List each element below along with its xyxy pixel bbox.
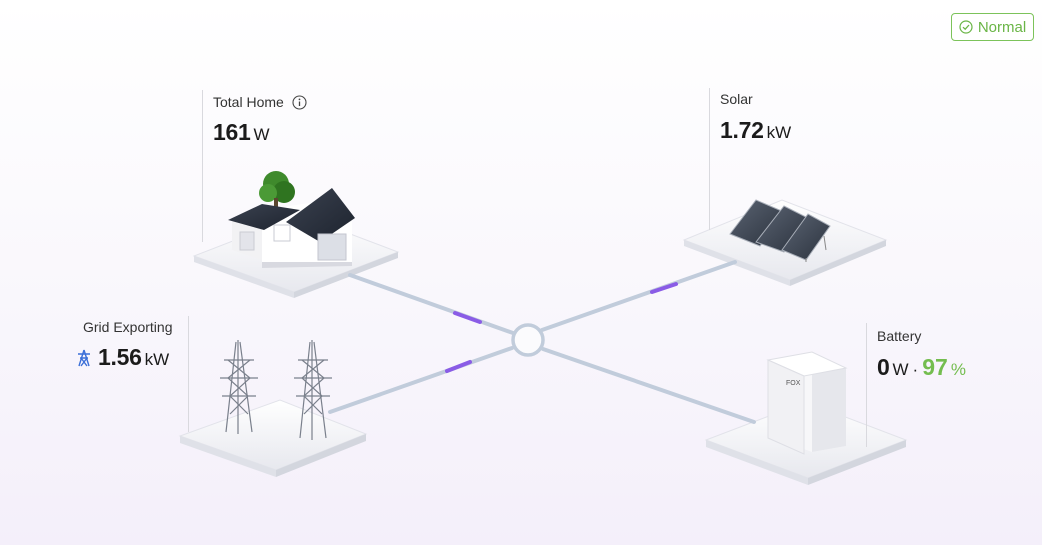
grid-power-number: 1.56 [98, 344, 142, 370]
grid-divider [188, 316, 189, 432]
battery-power-number: 0 [877, 354, 890, 380]
grid-label: Grid Exporting [83, 319, 173, 335]
home-label-text: Total Home [213, 94, 284, 110]
battery-power-unit: W [892, 360, 909, 379]
flow-hub [511, 323, 545, 357]
grid-platform [178, 399, 368, 477]
home-flow-pulse [453, 311, 482, 324]
battery-soc-unit: % [950, 360, 966, 379]
power-towers-illustration [220, 340, 332, 440]
solar-power-unit: kW [766, 123, 792, 142]
solar-flow-pulse [650, 282, 678, 294]
house-illustration [228, 171, 355, 268]
battery-label: Battery [877, 328, 922, 344]
battery-brand-logo: FOX [786, 380, 801, 387]
grid-power-unit: kW [144, 350, 170, 369]
solar-divider [709, 88, 710, 230]
battery-divider [866, 323, 867, 447]
solar-label: Solar [720, 91, 753, 107]
status-badge: Normal [951, 13, 1034, 41]
grid-flow-pulse [445, 360, 472, 373]
info-icon[interactable] [292, 95, 307, 110]
battery-illustration: FOX [766, 351, 848, 455]
solar-power-number: 1.72 [720, 117, 764, 143]
flow-lines [328, 260, 756, 424]
home-power-number: 161 [213, 119, 251, 145]
home-label: Total Home [213, 94, 307, 110]
status-label: Normal [977, 18, 1027, 36]
power-tower-icon [78, 349, 90, 367]
check-circle-icon [959, 20, 973, 34]
battery-separator: · [912, 360, 919, 379]
home-divider [202, 90, 203, 242]
home-power-unit: W [253, 125, 270, 144]
solar-panel-illustration [729, 199, 831, 262]
battery-soc-number: 97 [922, 354, 948, 380]
